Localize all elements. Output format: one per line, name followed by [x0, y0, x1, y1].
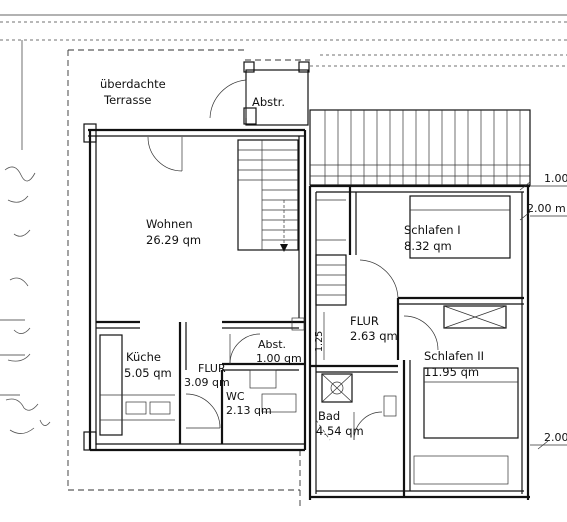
bad-name: Bad [318, 409, 340, 423]
living-stair [237, 139, 299, 252]
hallway-left [185, 317, 305, 444]
dim-1: 1.00 [544, 172, 567, 185]
terrace-label-line2: Terrasse [103, 93, 152, 107]
dim-2: 2.00 m [527, 202, 566, 215]
left-margin-marks [0, 40, 51, 434]
door-schlafen1 [359, 259, 399, 299]
kueche-area: 5.05 qm [124, 366, 172, 380]
wc-area: 2.13 qm [226, 404, 272, 417]
wardrobe-schlafen2 [443, 305, 507, 329]
stair-width-label: 1.25 [314, 331, 325, 352]
roof-hatch [309, 109, 531, 186]
bathroom-fixtures [315, 373, 397, 441]
schlafen1-name: Schlafen I [404, 223, 461, 237]
abst-mid-area: 1.00 qm [256, 352, 302, 365]
top-hatch-lines [0, 14, 567, 67]
abst-mid-name: Abst. [258, 338, 286, 351]
abstr-top-label: Abstr. [252, 95, 285, 109]
bad-area: 4.54 qm [316, 424, 364, 438]
schlafen2-name: Schlafen II [424, 349, 484, 363]
flur-right-area: 2.63 qm [350, 329, 398, 343]
dimension-lines [519, 181, 567, 450]
wc-name: WC [226, 390, 245, 403]
flur-left-name: FLUR [198, 362, 226, 375]
kueche-name: Küche [126, 350, 161, 364]
abstr-top-room [209, 69, 309, 126]
terrace-label-line1: überdachte [100, 77, 166, 91]
living-door [147, 136, 183, 172]
schlafen1-area: 8.32 qm [404, 239, 452, 253]
door-schlafen2 [403, 315, 439, 351]
outer-walls [88, 128, 307, 452]
right-block [308, 184, 530, 500]
wohnen-area: 26.29 qm [146, 233, 201, 247]
bed-schlafen2 [413, 367, 519, 485]
terrace-outline [67, 49, 310, 510]
terrace-posts [83, 61, 310, 451]
schlafen2-area: 11.95 qm [424, 365, 479, 379]
kitchen [96, 320, 187, 444]
flur-left-area: 3.09 qm [184, 376, 230, 389]
stair-right [315, 199, 347, 306]
dim-3: 2.00 m [544, 431, 567, 444]
bed-schlafen1 [409, 195, 511, 259]
wohnen-name: Wohnen [146, 217, 193, 231]
flur-right-name: FLUR [350, 314, 379, 328]
